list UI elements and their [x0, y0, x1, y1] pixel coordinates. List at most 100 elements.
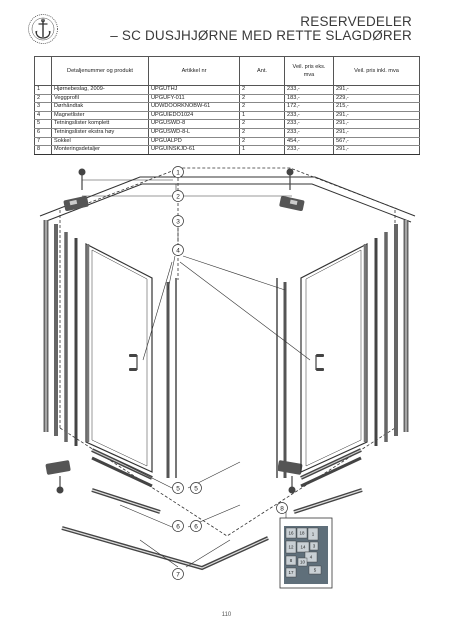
- kit-compartment-label: 3: [313, 544, 316, 549]
- spare-parts-table: Detaljenummer og produkt Artikkel nr Ant…: [34, 56, 420, 155]
- article-number: UPGUINSKJD-61: [148, 145, 240, 155]
- callout-label: 6: [194, 523, 198, 530]
- price-ex-vat: 183,-: [284, 93, 334, 104]
- kit-compartment: 3: [309, 541, 319, 551]
- kit-compartment: 1: [307, 527, 319, 541]
- article-number: UPGUFY-011: [148, 93, 240, 104]
- callout-6: 6: [172, 520, 184, 532]
- callout-label: 5: [194, 485, 198, 492]
- price-ex-vat: 233,-: [284, 110, 334, 121]
- price-ex-vat: 172,-: [284, 102, 334, 112]
- row-number: 8: [34, 145, 52, 155]
- kit-compartment-label: 1: [312, 532, 315, 537]
- kit-compartment-label: 4: [310, 555, 313, 560]
- price-inc-vat: 291,-: [333, 145, 420, 155]
- kit-compartment-label: 17: [288, 570, 294, 575]
- callout-label: 2: [176, 193, 180, 200]
- quantity: 2: [239, 119, 285, 129]
- part-description: Sokkel: [51, 136, 149, 147]
- column-header-number: [34, 56, 52, 86]
- price-ex-vat: 233,-: [284, 119, 334, 129]
- screw-right-top: [286, 168, 294, 190]
- extra-high-seal-left: [91, 488, 161, 514]
- door-handle-right: [315, 354, 324, 371]
- screw-right-bottom: [288, 476, 296, 494]
- top-frame-rail: [39, 176, 416, 223]
- door-left: [85, 243, 153, 473]
- quantity: 2: [239, 127, 285, 138]
- kit-compartment-label: 14: [300, 545, 306, 550]
- price-inc-vat: 291,-: [333, 119, 420, 129]
- price-ex-vat: 233,-: [284, 85, 334, 95]
- wall-profile-left: [43, 220, 78, 446]
- table-header-row: Detaljenummer og produkt Artikkel nr Ant…: [34, 56, 420, 86]
- part-description: Veggprofil: [51, 93, 149, 104]
- callout-2: 2: [172, 190, 184, 202]
- corner-bracket-left-bottom: [45, 460, 71, 475]
- kit-compartment: 12: [285, 540, 297, 554]
- quantity: 2: [239, 102, 285, 112]
- kit-compartment-label: 18: [299, 531, 305, 536]
- row-number: 5: [34, 119, 52, 129]
- price-inc-vat: 291,-: [333, 85, 420, 95]
- column-header-description: Detaljenummer og produkt: [51, 56, 149, 86]
- kit-compartment-label: 5: [314, 568, 317, 573]
- quantity: 2: [239, 93, 285, 104]
- kit-compartment: 10: [297, 557, 308, 567]
- callout-7: 7: [172, 568, 184, 580]
- article-number: UPGUTHJ: [148, 85, 240, 95]
- quantity: 1: [239, 145, 285, 155]
- callout-label: 5: [176, 485, 180, 492]
- row-number: 1: [34, 85, 52, 95]
- quantity: 2: [239, 85, 285, 95]
- callout-6: 6: [190, 520, 202, 532]
- column-header-price-ex-vat: Veil. pris eks. mva: [284, 56, 334, 86]
- part-description: Monteringsdetaljer: [51, 145, 149, 155]
- wall-profile-right: [374, 220, 409, 446]
- row-number: 6: [34, 127, 52, 138]
- bottom-seal-right: [300, 448, 362, 488]
- extra-high-seal-right: [293, 488, 363, 514]
- kit-compartment: 16: [285, 527, 297, 539]
- part-description: Tetningslister ekstra høy: [51, 127, 149, 138]
- callout-label: 6: [176, 523, 180, 530]
- door-handle-left: [129, 354, 138, 371]
- kit-compartment-label: 8: [290, 558, 293, 563]
- price-inc-vat: 229,-: [333, 93, 420, 104]
- page-title: RESERVEDELER – SC DUSJHJØRNE MED RETTE S…: [110, 15, 412, 43]
- article-number: UPGUSWD-8: [148, 119, 240, 129]
- page-number: 110: [221, 612, 232, 618]
- kit-compartment-label: 12: [288, 545, 294, 550]
- callout-8: 8: [276, 502, 288, 514]
- magnetic-strip-right: [276, 278, 287, 478]
- kit-compartment: 8: [285, 555, 297, 566]
- callout-1: 1: [172, 166, 184, 178]
- price-inc-vat: 291,-: [333, 110, 420, 121]
- quantity: 1: [239, 110, 285, 121]
- part-description: Hjørnebeslag, 2009-: [51, 85, 149, 95]
- article-number: UPGUIEDO1024: [148, 110, 240, 121]
- kit-compartment: 5: [308, 565, 322, 575]
- column-header-article: Artikkel nr: [148, 56, 240, 86]
- price-ex-vat: 233,-: [284, 127, 334, 138]
- row-number: 3: [34, 102, 52, 112]
- title-line-1: RESERVEDELER: [300, 14, 412, 29]
- magnetic-strip-left: [166, 278, 177, 478]
- callout-3: 3: [172, 215, 184, 227]
- kit-compartment: 14: [296, 541, 310, 553]
- screw-left-bottom: [56, 476, 64, 494]
- callout-label: 4: [176, 247, 180, 254]
- corner-bracket-left-top: [63, 195, 89, 211]
- callout-4: 4: [172, 244, 184, 256]
- article-number: UPGUALPD: [148, 136, 240, 147]
- price-ex-vat: 233,-: [284, 145, 334, 155]
- screw-left-top: [78, 168, 86, 190]
- row-number: 7: [34, 136, 52, 147]
